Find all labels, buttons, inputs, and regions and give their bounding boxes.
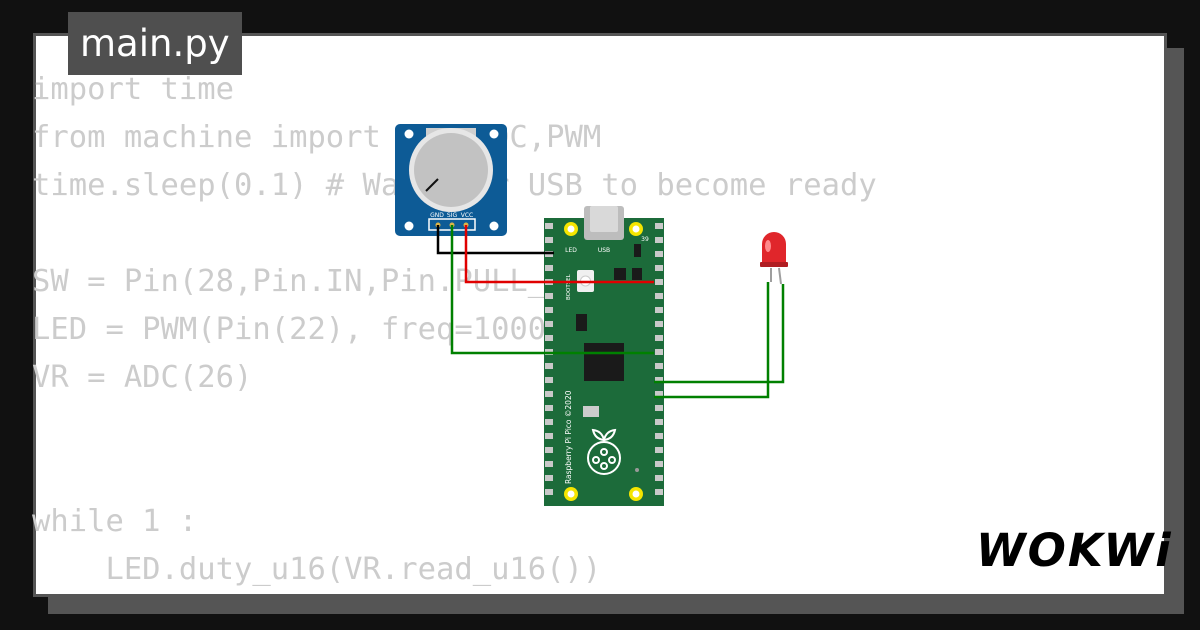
pico-pin[interactable]	[545, 405, 553, 411]
code-line: LED.duty_u16(VR.read_u16())	[32, 552, 602, 587]
pico-pin[interactable]	[545, 391, 553, 397]
mount-hole	[632, 490, 640, 498]
led-highlight	[765, 240, 771, 252]
pico-pin[interactable]	[545, 419, 553, 425]
mount-hole	[489, 129, 499, 139]
potentiometer[interactable]: GND SIG VCC	[395, 124, 507, 236]
bootsel-label: BOOTSEL	[566, 273, 572, 300]
pico-pin[interactable]	[655, 447, 663, 453]
pico-pin[interactable]	[545, 321, 553, 327]
knob-indicator	[425, 178, 439, 192]
pico-pin[interactable]	[655, 363, 663, 369]
usb-label: USB	[598, 247, 610, 254]
pico-pin[interactable]	[545, 307, 553, 313]
code-line: while 1 :	[32, 504, 198, 539]
pin-label-vcc: VCC	[461, 212, 473, 219]
led[interactable]	[760, 232, 788, 285]
pico-pin[interactable]	[545, 377, 553, 383]
code-line: import time	[32, 72, 234, 107]
wire-vcc[interactable]	[464, 225, 654, 284]
pico-pin[interactable]	[545, 433, 553, 439]
test-point	[635, 468, 639, 472]
pico-pin[interactable]	[655, 489, 663, 495]
pico-pin[interactable]	[655, 279, 663, 285]
pico-pin[interactable]	[655, 223, 663, 229]
pico-pin[interactable]	[655, 433, 663, 439]
pico-pin[interactable]	[655, 391, 663, 397]
board-text: Raspberry Pi Pico ©2020	[564, 390, 573, 484]
usb-port	[590, 206, 618, 232]
pico-pin[interactable]	[655, 349, 663, 355]
mount-hole	[567, 225, 575, 233]
pico-pin[interactable]	[655, 251, 663, 257]
wire-gnd[interactable]	[436, 225, 554, 255]
led-anode-leg	[778, 267, 782, 285]
code-line: SW = Pin(28,Pin.IN,Pin.PULL_UP)	[32, 264, 602, 299]
raspberry-logo	[587, 428, 621, 475]
pico-pin[interactable]	[655, 335, 663, 341]
mount-hole	[404, 129, 414, 139]
mount-hole	[404, 221, 414, 231]
smd-component	[632, 268, 642, 280]
smd-component	[583, 406, 599, 417]
pin-label-gnd: GND	[430, 212, 444, 219]
potentiometer-knob[interactable]	[414, 133, 488, 207]
pico-pin[interactable]	[545, 363, 553, 369]
led-base	[760, 262, 788, 267]
pico-pin[interactable]	[545, 293, 553, 299]
code-line: VR = ADC(26)	[32, 360, 253, 395]
pico-pin[interactable]	[655, 237, 663, 243]
smd-component	[634, 244, 641, 257]
pico-pin[interactable]	[545, 237, 553, 243]
wire-signal-pot[interactable]	[450, 225, 654, 355]
code-line: time.sleep(0.1) # Wait for USB to become…	[32, 168, 877, 203]
smd-component	[576, 314, 587, 331]
pico-pin[interactable]	[545, 335, 553, 341]
pico-pin[interactable]	[655, 475, 663, 481]
file-tab[interactable]: main.py	[68, 12, 242, 75]
mount-hole	[567, 490, 575, 498]
pin-number-label: 39	[641, 236, 649, 243]
pico-pin[interactable]	[655, 293, 663, 299]
pico-pin[interactable]	[655, 377, 663, 383]
mount-hole	[489, 221, 499, 231]
pico-pin[interactable]	[655, 265, 663, 271]
code-line: LED = PWM(Pin(22), freq=1000)	[32, 312, 565, 347]
pin-label-sig: SIG	[447, 212, 458, 219]
pico-pin[interactable]	[655, 419, 663, 425]
pico-pin[interactable]	[545, 447, 553, 453]
led-label: LED	[565, 247, 577, 254]
pico-pin[interactable]	[655, 321, 663, 327]
raspberry-pi-pico[interactable]: USB LED 39 BOOTSEL Raspberry Pi Pico ©20…	[544, 206, 664, 506]
pico-pin[interactable]	[545, 223, 553, 229]
wire-led-anode[interactable]	[654, 284, 785, 384]
pico-pin[interactable]	[545, 461, 553, 467]
pico-pin[interactable]	[545, 489, 553, 495]
rp2040-chip	[584, 343, 624, 381]
smd-component	[614, 268, 626, 280]
pico-pin[interactable]	[545, 265, 553, 271]
wokwi-logo: WOKWi	[976, 524, 1173, 577]
pico-pin[interactable]	[655, 307, 663, 313]
mount-hole	[632, 225, 640, 233]
pico-pin[interactable]	[655, 405, 663, 411]
pico-pin[interactable]	[545, 475, 553, 481]
pico-pin[interactable]	[655, 461, 663, 467]
wire-led-cathode[interactable]	[654, 282, 770, 399]
